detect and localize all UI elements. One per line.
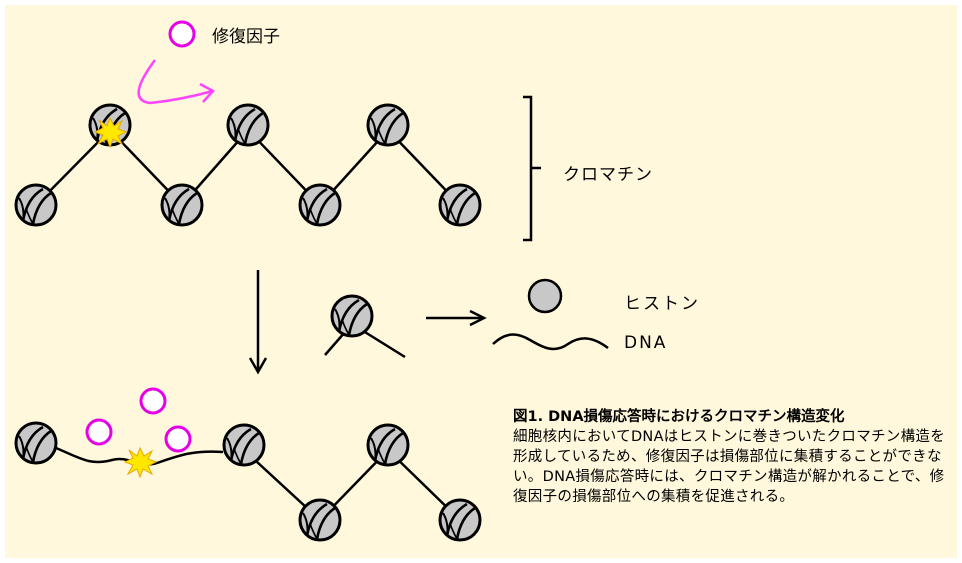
- repair-factor-icon: [164, 425, 192, 453]
- nucleosome-icon: [226, 103, 270, 147]
- down-arrow-icon: [248, 270, 268, 375]
- repair-factor-icon: [139, 387, 167, 415]
- repair-factor-icon: [85, 418, 113, 446]
- chromatin-bracket: [523, 95, 541, 242]
- nucleosome-icon: [366, 103, 410, 147]
- nucleosome-icon: [438, 183, 482, 227]
- figure-caption: 図1. DNA損傷応答時におけるクロマチン構造変化 細胞核内においてDNAはヒス…: [513, 407, 959, 507]
- nucleosome-icon: [160, 183, 204, 227]
- nucleosome-icon: [14, 421, 58, 465]
- damage-star-icon: [124, 447, 157, 478]
- dna-label: DNA: [624, 333, 668, 353]
- repair-factor-label: 修復因子: [212, 27, 280, 47]
- chromatin-label: クロマチン: [563, 165, 653, 185]
- nucleosome-icon: [222, 423, 266, 467]
- nucleosome-icon: [330, 294, 374, 338]
- histone-label: ヒストン: [624, 294, 700, 314]
- caption-title: 図1. DNA損傷応答時におけるクロマチン構造変化: [513, 409, 845, 425]
- nucleosome-icon: [14, 183, 58, 227]
- repair-factor-icon: [168, 20, 196, 48]
- nucleosome-icon: [298, 498, 342, 542]
- caption-body: 細胞核内においてDNAはヒストンに巻きついたクロマチン構造を形成しているため、修…: [513, 429, 945, 505]
- nucleosome-icon: [366, 423, 410, 467]
- right-arrow-icon: [426, 309, 487, 327]
- nucleosome-icon: [298, 183, 342, 227]
- figure-background: [5, 5, 957, 558]
- nucleosome-icon: [438, 498, 482, 542]
- legend-nucleosome: [324, 294, 406, 359]
- histone-icon: [527, 278, 563, 314]
- damage-star-icon: [94, 117, 127, 148]
- repair-arrow-icon: [137, 59, 216, 105]
- dna-icon: [492, 333, 609, 351]
